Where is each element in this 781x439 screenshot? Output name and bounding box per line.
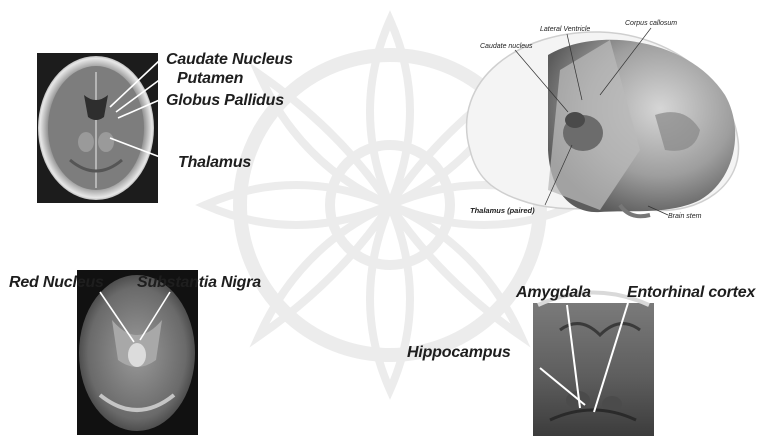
label-thalamus-paired: Thalamus (paired) <box>470 207 535 215</box>
label-brain-stem: Brain stem <box>668 213 701 220</box>
label-lateral-ventricle: Lateral Ventricle <box>540 26 590 33</box>
label-globus-pallidus: Globus Pallidus <box>166 93 284 109</box>
label-hippocampus: Hippocampus <box>407 345 511 361</box>
coronal-mri <box>533 293 654 437</box>
label-caudate-nucleus: Caudate Nucleus <box>166 52 293 68</box>
brain-3d-illustration <box>467 32 739 216</box>
label-corpus-callosum: Corpus callosum <box>625 20 677 27</box>
label-caudate-nucleus-3d: Caudate nucleus <box>480 43 533 50</box>
axial-t2-mri <box>77 270 198 435</box>
label-amygdala: Amygdala <box>516 285 591 301</box>
label-thalamus: Thalamus <box>178 155 251 171</box>
axial-t1-mri <box>37 53 158 203</box>
label-putamen: Putamen <box>177 71 243 87</box>
label-red-nucleus: Red Nucleus <box>9 275 104 291</box>
label-entorhinal-cortex: Entorhinal cortex <box>627 285 755 301</box>
label-substantia-nigra: Substantia Nigra <box>137 275 261 291</box>
